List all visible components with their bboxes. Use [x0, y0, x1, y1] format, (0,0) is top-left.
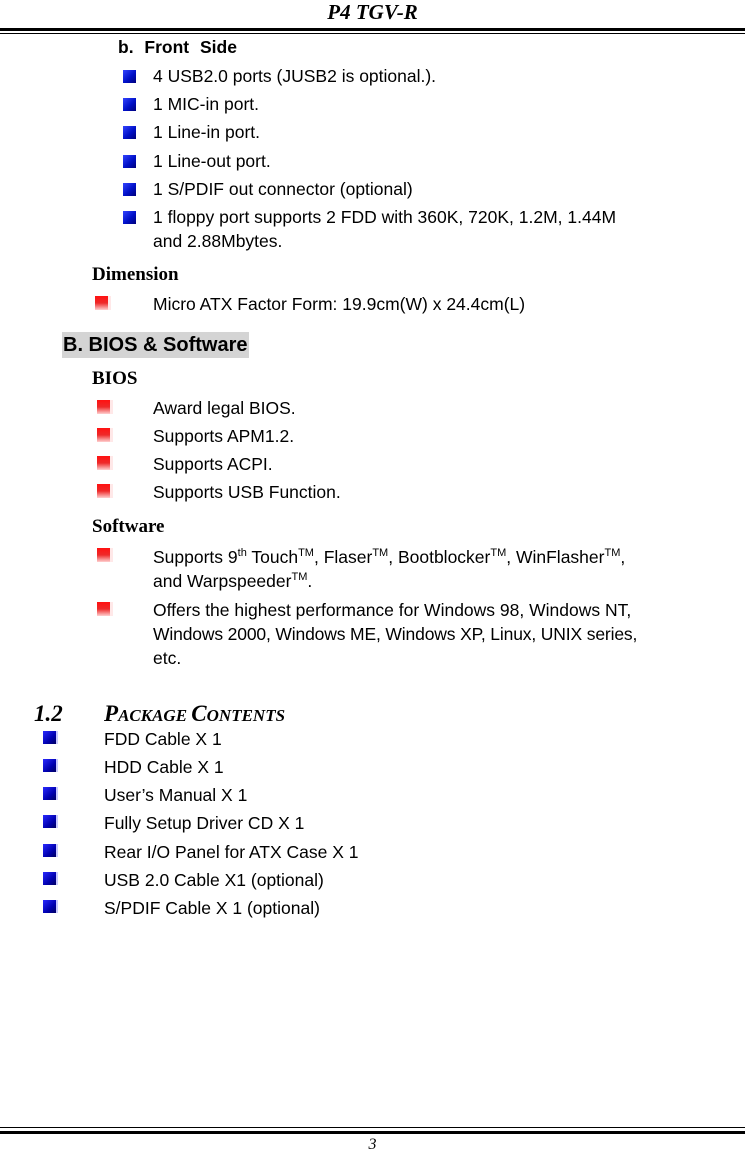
- red-bullet-icon: [97, 548, 113, 562]
- software-item-tools-continued: and WarpspeederTM.: [153, 571, 313, 591]
- front-side-item: 1 Line-in port.: [153, 122, 261, 142]
- bios-item: Supports USB Function.: [153, 482, 341, 502]
- package-item: USB 2.0 Cable X1 (optional): [104, 870, 324, 890]
- front-side-item: 1 Line-out port.: [153, 151, 271, 171]
- bios-item: Supports APM1.2.: [153, 426, 295, 446]
- header-rule-thin: [0, 33, 745, 34]
- software-item-performance-continued: Windows 2000, Windows ME, Windows XP, Li…: [153, 624, 638, 644]
- blue-bullet-icon: [123, 126, 136, 139]
- navy-bullet-icon: [43, 731, 58, 744]
- package-section-number: 1.2: [34, 701, 63, 726]
- front-side-item: 1 floppy port supports 2 FDD with 360K, …: [153, 207, 617, 227]
- red-bullet-icon: [97, 484, 113, 498]
- blue-bullet-icon: [123, 70, 136, 83]
- section-b-title: B. BIOS & Software: [62, 332, 250, 358]
- blue-bullet-icon: [123, 211, 136, 224]
- navy-bullet-icon: [43, 844, 58, 857]
- dimension-heading: Dimension: [92, 264, 179, 285]
- front-side-item: 4 USB2.0 ports (JUSB2 is optional.).: [153, 66, 437, 86]
- footer-rule-thick: [0, 1131, 745, 1134]
- footer-rule-thin: [0, 1127, 745, 1128]
- page-number: 3: [368, 1136, 377, 1153]
- software-item-tools: Supports 9th TouchTM, FlaserTM, Bootbloc…: [153, 547, 626, 567]
- red-bullet-icon: [97, 602, 113, 616]
- navy-bullet-icon: [43, 872, 58, 885]
- software-item-performance: Offers the highest performance for Windo…: [153, 600, 632, 620]
- blue-bullet-icon: [123, 98, 136, 111]
- package-item: S/PDIF Cable X 1 (optional): [104, 898, 320, 918]
- dimension-item: Micro ATX Factor Form: 19.9cm(W) x 24.4c…: [153, 294, 526, 314]
- front-side-heading: b. Front Side: [118, 37, 237, 57]
- navy-bullet-icon: [43, 900, 58, 913]
- red-bullet-icon: [97, 428, 113, 442]
- package-item: FDD Cable X 1: [104, 729, 222, 749]
- blue-bullet-icon: [123, 155, 136, 168]
- blue-bullet-icon: [123, 183, 136, 196]
- bios-item: Award legal BIOS.: [153, 398, 296, 418]
- red-bullet-icon: [97, 400, 113, 414]
- navy-bullet-icon: [43, 787, 58, 800]
- package-item: Fully Setup Driver CD X 1: [104, 813, 305, 833]
- front-side-item: 1 MIC-in port.: [153, 94, 259, 114]
- front-side-item-continued: and 2.88Mbytes.: [153, 231, 283, 251]
- software-heading: Software: [92, 516, 165, 537]
- navy-bullet-icon: [43, 759, 58, 772]
- package-section-title: PACKAGE CONTENTS: [104, 701, 286, 726]
- package-item: HDD Cable X 1: [104, 757, 224, 777]
- front-side-item: 1 S/PDIF out connector (optional): [153, 179, 413, 199]
- software-item-performance-continued: etc.: [153, 648, 182, 668]
- bios-item: Supports ACPI.: [153, 454, 273, 474]
- header-rule-thick: [0, 28, 745, 31]
- red-bullet-icon: [97, 456, 113, 470]
- page-header-title: P4 TGV-R: [327, 0, 418, 24]
- navy-bullet-icon: [43, 815, 58, 828]
- red-bullet-icon: [95, 296, 111, 310]
- bios-heading: BIOS: [92, 368, 138, 389]
- package-item: Rear I/O Panel for ATX Case X 1: [104, 842, 359, 862]
- package-item: User’s Manual X 1: [104, 785, 248, 805]
